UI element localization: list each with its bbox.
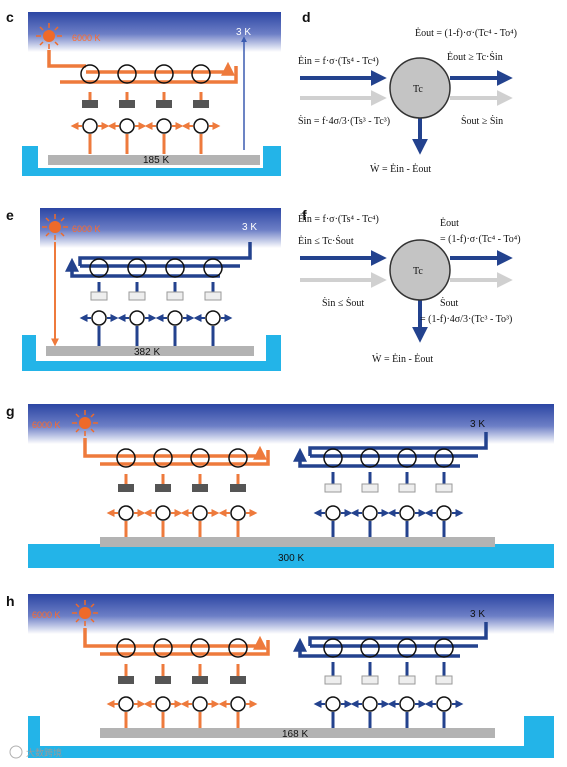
body-plate bbox=[100, 728, 495, 738]
space-temperature: 3 K bbox=[236, 27, 251, 38]
space-temperature: 3 K bbox=[470, 419, 485, 430]
body-temperature: 185 K bbox=[143, 155, 169, 166]
watermark-text: 大数跨境 bbox=[26, 747, 62, 758]
heat-engines-hot bbox=[106, 448, 258, 537]
panel-label: e bbox=[6, 207, 14, 223]
energy-in-eq: Ėin = f·σ·(Ts⁴ - Tc⁴) bbox=[298, 213, 379, 225]
sun-temperature: 6000 K bbox=[72, 224, 101, 234]
energy-in-eq: Ėin = f·σ·(Ts⁴ - Tc⁴) bbox=[298, 55, 379, 67]
work-eq: Ẇ = Ėin - Ėout bbox=[372, 353, 433, 365]
sky-band bbox=[28, 594, 554, 634]
panel-f: f Tc Ėin = f·σ·(Ts⁴ - Tc⁴) Ėin ≤ Tc·Ṡout… bbox=[298, 207, 521, 365]
heat-engines-cold bbox=[313, 638, 464, 728]
panel-label: d bbox=[302, 9, 311, 25]
space-temperature: 3 K bbox=[242, 222, 257, 233]
node-label: Tc bbox=[413, 84, 423, 95]
panel-label: g bbox=[6, 403, 15, 419]
body-temperature: 382 K bbox=[134, 347, 160, 358]
sun-icon bbox=[72, 410, 98, 436]
panel-label: f bbox=[302, 207, 307, 223]
sun-icon bbox=[72, 600, 98, 626]
sun-temperature: 6000 K bbox=[32, 610, 61, 620]
heat-engines bbox=[79, 258, 233, 346]
ice-base bbox=[28, 544, 554, 568]
panel-label: c bbox=[6, 9, 14, 25]
sky-band bbox=[28, 404, 554, 444]
heat-engines-hot bbox=[106, 638, 258, 728]
cold-loop bbox=[293, 622, 488, 658]
space-temperature: 3 K bbox=[470, 609, 485, 620]
work-eq: Ẇ = Ėin - Ėout bbox=[370, 163, 431, 175]
energy-out-condition: Ėout ≥ Tc·Ṡin bbox=[447, 51, 503, 63]
watermark: 大数跨境 bbox=[9, 745, 62, 759]
cold-loop bbox=[293, 432, 488, 468]
watermark-icon bbox=[9, 745, 23, 759]
panel-e: e 6000 K 3 K 382 K bbox=[6, 207, 281, 371]
sun-icon bbox=[42, 214, 68, 240]
heat-engines bbox=[70, 64, 221, 154]
panel-g: g 6000 K 3 K 300 K bbox=[6, 403, 554, 568]
energy-out-eq-line1: Ėout bbox=[440, 217, 459, 229]
body-plate bbox=[46, 346, 254, 356]
panel-d: d Tc Ėin = f·σ·(Ts⁴ - Tc⁴) Ėout = (1-f)·… bbox=[298, 9, 517, 175]
sun-icon bbox=[36, 23, 62, 49]
sky-band bbox=[40, 208, 281, 248]
sky-band bbox=[28, 12, 281, 52]
entropy-out-eq-line1: Ṡout bbox=[440, 297, 459, 309]
hot-loop bbox=[47, 50, 238, 84]
entropy-out-eq-line2: = (1-f)·4σ/3·(Tc³ - To³) bbox=[420, 314, 512, 325]
converter-node bbox=[389, 239, 451, 301]
panel-c: c 6000 K 3 K 185 K bbox=[6, 9, 281, 176]
energy-out-eq-line2: = (1-f)·σ·(Tc⁴ - To⁴) bbox=[440, 234, 521, 245]
panel-label: h bbox=[6, 593, 15, 609]
entropy-out-condition: Ṡout ≥ Ṡin bbox=[461, 115, 503, 127]
heat-engines-cold bbox=[313, 448, 464, 537]
energy-in-condition: Ėin ≤ Tc·Ṡout bbox=[298, 235, 354, 247]
entropy-in-condition: Ṡin ≤ Ṡout bbox=[322, 297, 364, 309]
body-temperature: 168 K bbox=[282, 729, 308, 740]
converter-node bbox=[389, 57, 451, 119]
panel-h: h 6000 K 3 K 168 K bbox=[6, 593, 554, 758]
body-plate bbox=[48, 155, 260, 165]
body-temperature: 300 K bbox=[278, 553, 304, 564]
energy-out-eq: Ėout = (1-f)·σ·(Tc⁴ - To⁴) bbox=[415, 27, 517, 39]
body-plate bbox=[100, 537, 495, 547]
sun-temperature: 6000 K bbox=[32, 420, 61, 430]
node-label: Tc bbox=[413, 266, 423, 277]
sun-temperature: 6000 K bbox=[72, 33, 101, 43]
entropy-in-eq: Ṡin = f·4σ/3·(Ts³ - Tc³) bbox=[298, 115, 390, 127]
